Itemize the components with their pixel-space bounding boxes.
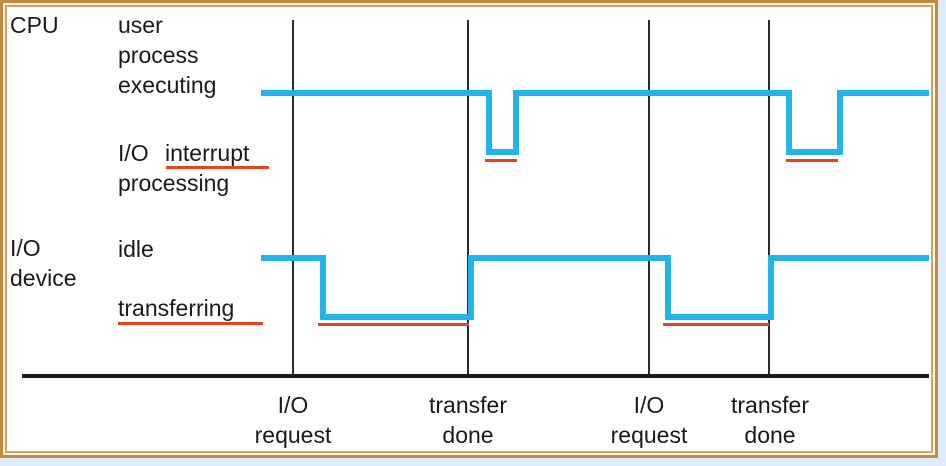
cpu-state-interrupt-line2: processing: [118, 170, 230, 196]
row-label-io-line2: device: [10, 265, 77, 291]
axis-label-transfer-done-2-line1: transfer: [731, 392, 809, 418]
row-label-cpu: CPU: [10, 12, 59, 38]
cpu-state-interrupt-prefix: I/O: [118, 140, 156, 166]
cpu-state-executing-line2: process: [118, 42, 199, 68]
axis-label-io-request-2-line2: request: [610, 422, 688, 448]
divider-io-request-1: [292, 20, 294, 377]
marker-cpu-interrupt-2: [786, 159, 838, 162]
cpu-wave-interrupt-1: [486, 149, 519, 155]
row-label-io-line1: I/O: [10, 235, 41, 261]
cpu-wave-exec-2: [513, 90, 792, 96]
axis-label-io-request-1-line1: I/O: [277, 392, 309, 418]
divider-transfer-done-2: [768, 20, 770, 377]
axis-label-io-request-1-line2: request: [254, 422, 332, 448]
divider-io-request-2: [648, 20, 650, 377]
cpu-wave-exec-3: [837, 90, 929, 96]
cpu-state-executing-line3: executing: [118, 72, 217, 98]
cpu-state-interrupt-word: interrupt: [165, 140, 250, 166]
divider-transfer-done-1: [467, 20, 469, 377]
cpu-wave-exec-1: [261, 90, 492, 96]
io-state-transferring: transferring: [118, 295, 235, 321]
cpu-wave-rise-2: [837, 90, 843, 155]
cpu-wave-fall-1: [486, 90, 492, 155]
axis-label-io-request-2-line1: I/O: [633, 392, 665, 418]
io-wave-idle-1: [261, 255, 326, 261]
cpu-wave-fall-2: [786, 90, 792, 155]
marker-cpu-interrupt-1: [485, 159, 517, 162]
axis-label-transfer-done-1-line1: transfer: [429, 392, 507, 418]
io-wave-fall-1: [320, 255, 326, 320]
io-wave-fall-2: [665, 255, 671, 320]
cpu-wave-rise-1: [513, 90, 519, 155]
cpu-wave-interrupt-2: [786, 149, 843, 155]
axis-label-transfer-done-1-line2: done: [442, 422, 494, 448]
axis-label-transfer-done-2-line2: done: [744, 422, 796, 448]
io-wave-idle-2: [468, 255, 671, 261]
cpu-state-executing-line1: user: [118, 12, 163, 38]
diagram-canvas: CPU I/O device user process executing I/…: [9, 9, 929, 449]
marker-io-transfer-2: [663, 323, 769, 326]
io-wave-rise-2: [768, 255, 774, 320]
underline-transferring: [118, 322, 263, 325]
io-wave-transfer-2: [665, 314, 774, 320]
io-wave-rise-1: [468, 255, 474, 320]
io-wave-transfer-1: [320, 314, 474, 320]
time-axis: [22, 374, 929, 378]
io-wave-idle-3: [768, 255, 929, 261]
io-state-idle: idle: [118, 236, 154, 262]
marker-io-transfer-1: [318, 323, 469, 326]
diagram-layer: CPU I/O device user process executing I/…: [9, 9, 929, 449]
underline-interrupt: [166, 166, 269, 169]
